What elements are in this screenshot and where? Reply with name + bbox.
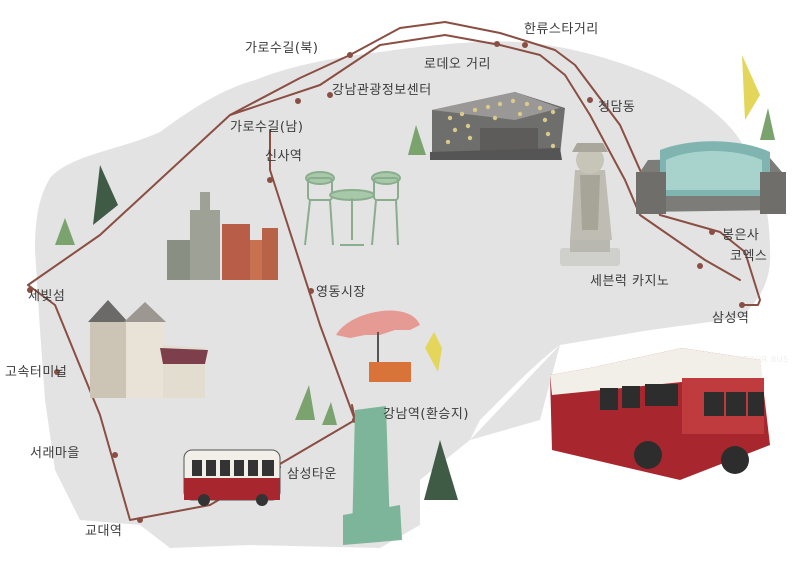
- stop-sinsa-station: 신사역: [265, 149, 303, 164]
- stop-rodeo-street: 로데오 거리: [424, 57, 491, 72]
- stop-seorae-village: 서래마을: [30, 446, 80, 461]
- stop-dot-yeongdong: [308, 288, 314, 294]
- stop-coex: 코엑스: [730, 249, 768, 264]
- stop-bongeunsa: 봉은사: [722, 228, 760, 243]
- stop-samseong-station: 삼성역: [712, 311, 750, 326]
- stop-dot-tourist-info: [327, 92, 333, 98]
- stop-dot-casino: [697, 263, 703, 269]
- stop-gangnam-station: 강남역(환승지): [383, 407, 469, 422]
- city-buildings-illustration: [167, 192, 278, 280]
- stop-gangnam-tourist-info: 강남관광정보센터: [332, 83, 432, 98]
- stop-yeongdong-market: 영동시장: [316, 285, 366, 300]
- stop-dot-bongeunsa: [709, 229, 715, 235]
- stop-cheongdam: 청담동: [598, 100, 636, 115]
- big-tour-bus-illustration: [550, 348, 770, 480]
- stop-dot-garosu-north: [347, 52, 353, 58]
- route-outer-loop: [27, 21, 761, 306]
- stop-hallyu-star-street: 한류스타거리: [524, 22, 599, 37]
- stop-dot-gyodae: [137, 517, 143, 523]
- stop-dot-terminal: [54, 369, 60, 375]
- stop-dot-hallyu: [522, 42, 528, 48]
- coex-building-illustration: [636, 141, 786, 214]
- stop-samsung-town: 삼성타운: [287, 467, 337, 482]
- stop-dot-cheongdam: [587, 97, 593, 103]
- bus-sign-text: SEOUL CITY TOUR BUS: [688, 355, 789, 364]
- stop-seven-luck-casino: 세븐럭 카지노: [590, 274, 670, 289]
- cafe-chairs-illustration: [304, 171, 401, 246]
- stop-garosu-north: 가로수길(북): [245, 41, 319, 56]
- stop-dot-seorae: [112, 452, 118, 458]
- rodeo-building-windows: [445, 98, 556, 149]
- townhouses-illustration: [88, 300, 208, 398]
- rodeo-building-illustration: [430, 92, 565, 160]
- stop-dot-sinsa: [267, 177, 273, 183]
- stop-dot-samseong: [739, 302, 745, 308]
- gangnam-tower-illustration: [343, 406, 402, 545]
- stop-express-bus-terminal: 고속터미널: [5, 365, 68, 380]
- trees: [55, 55, 775, 500]
- stop-dot-rodeo: [494, 41, 500, 47]
- stop-sebitseom: 세빛섬: [28, 289, 66, 304]
- route-inner-loop: [229, 34, 741, 281]
- buddha-statue-illustration: [560, 143, 620, 266]
- land-notch: [470, 345, 560, 440]
- stop-dot-garosu-south: [295, 98, 301, 104]
- stop-dot-sebitseom: [27, 287, 33, 293]
- route-south-leg: [269, 129, 356, 421]
- umbrella-stall-illustration: [336, 310, 420, 382]
- stop-garosu-south: 가로수길(남): [230, 120, 304, 135]
- small-tour-bus-illustration: [183, 449, 281, 506]
- stop-gyodae-station: 교대역: [85, 524, 123, 539]
